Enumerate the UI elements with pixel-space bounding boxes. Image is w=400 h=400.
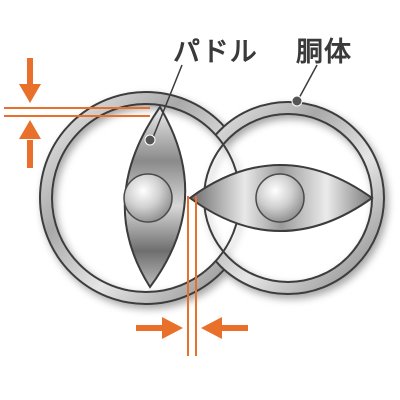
horizontal-gap-arrows-icon	[136, 196, 248, 356]
body-label: 胴体	[296, 37, 352, 68]
shaft-hub-right	[255, 173, 305, 223]
leader-paddle	[144, 64, 183, 146]
vertical-gap-arrows-icon	[4, 58, 150, 168]
leader-body	[291, 64, 318, 107]
paddle-label: パドル	[173, 37, 258, 68]
shaft-hub-left	[123, 173, 173, 223]
